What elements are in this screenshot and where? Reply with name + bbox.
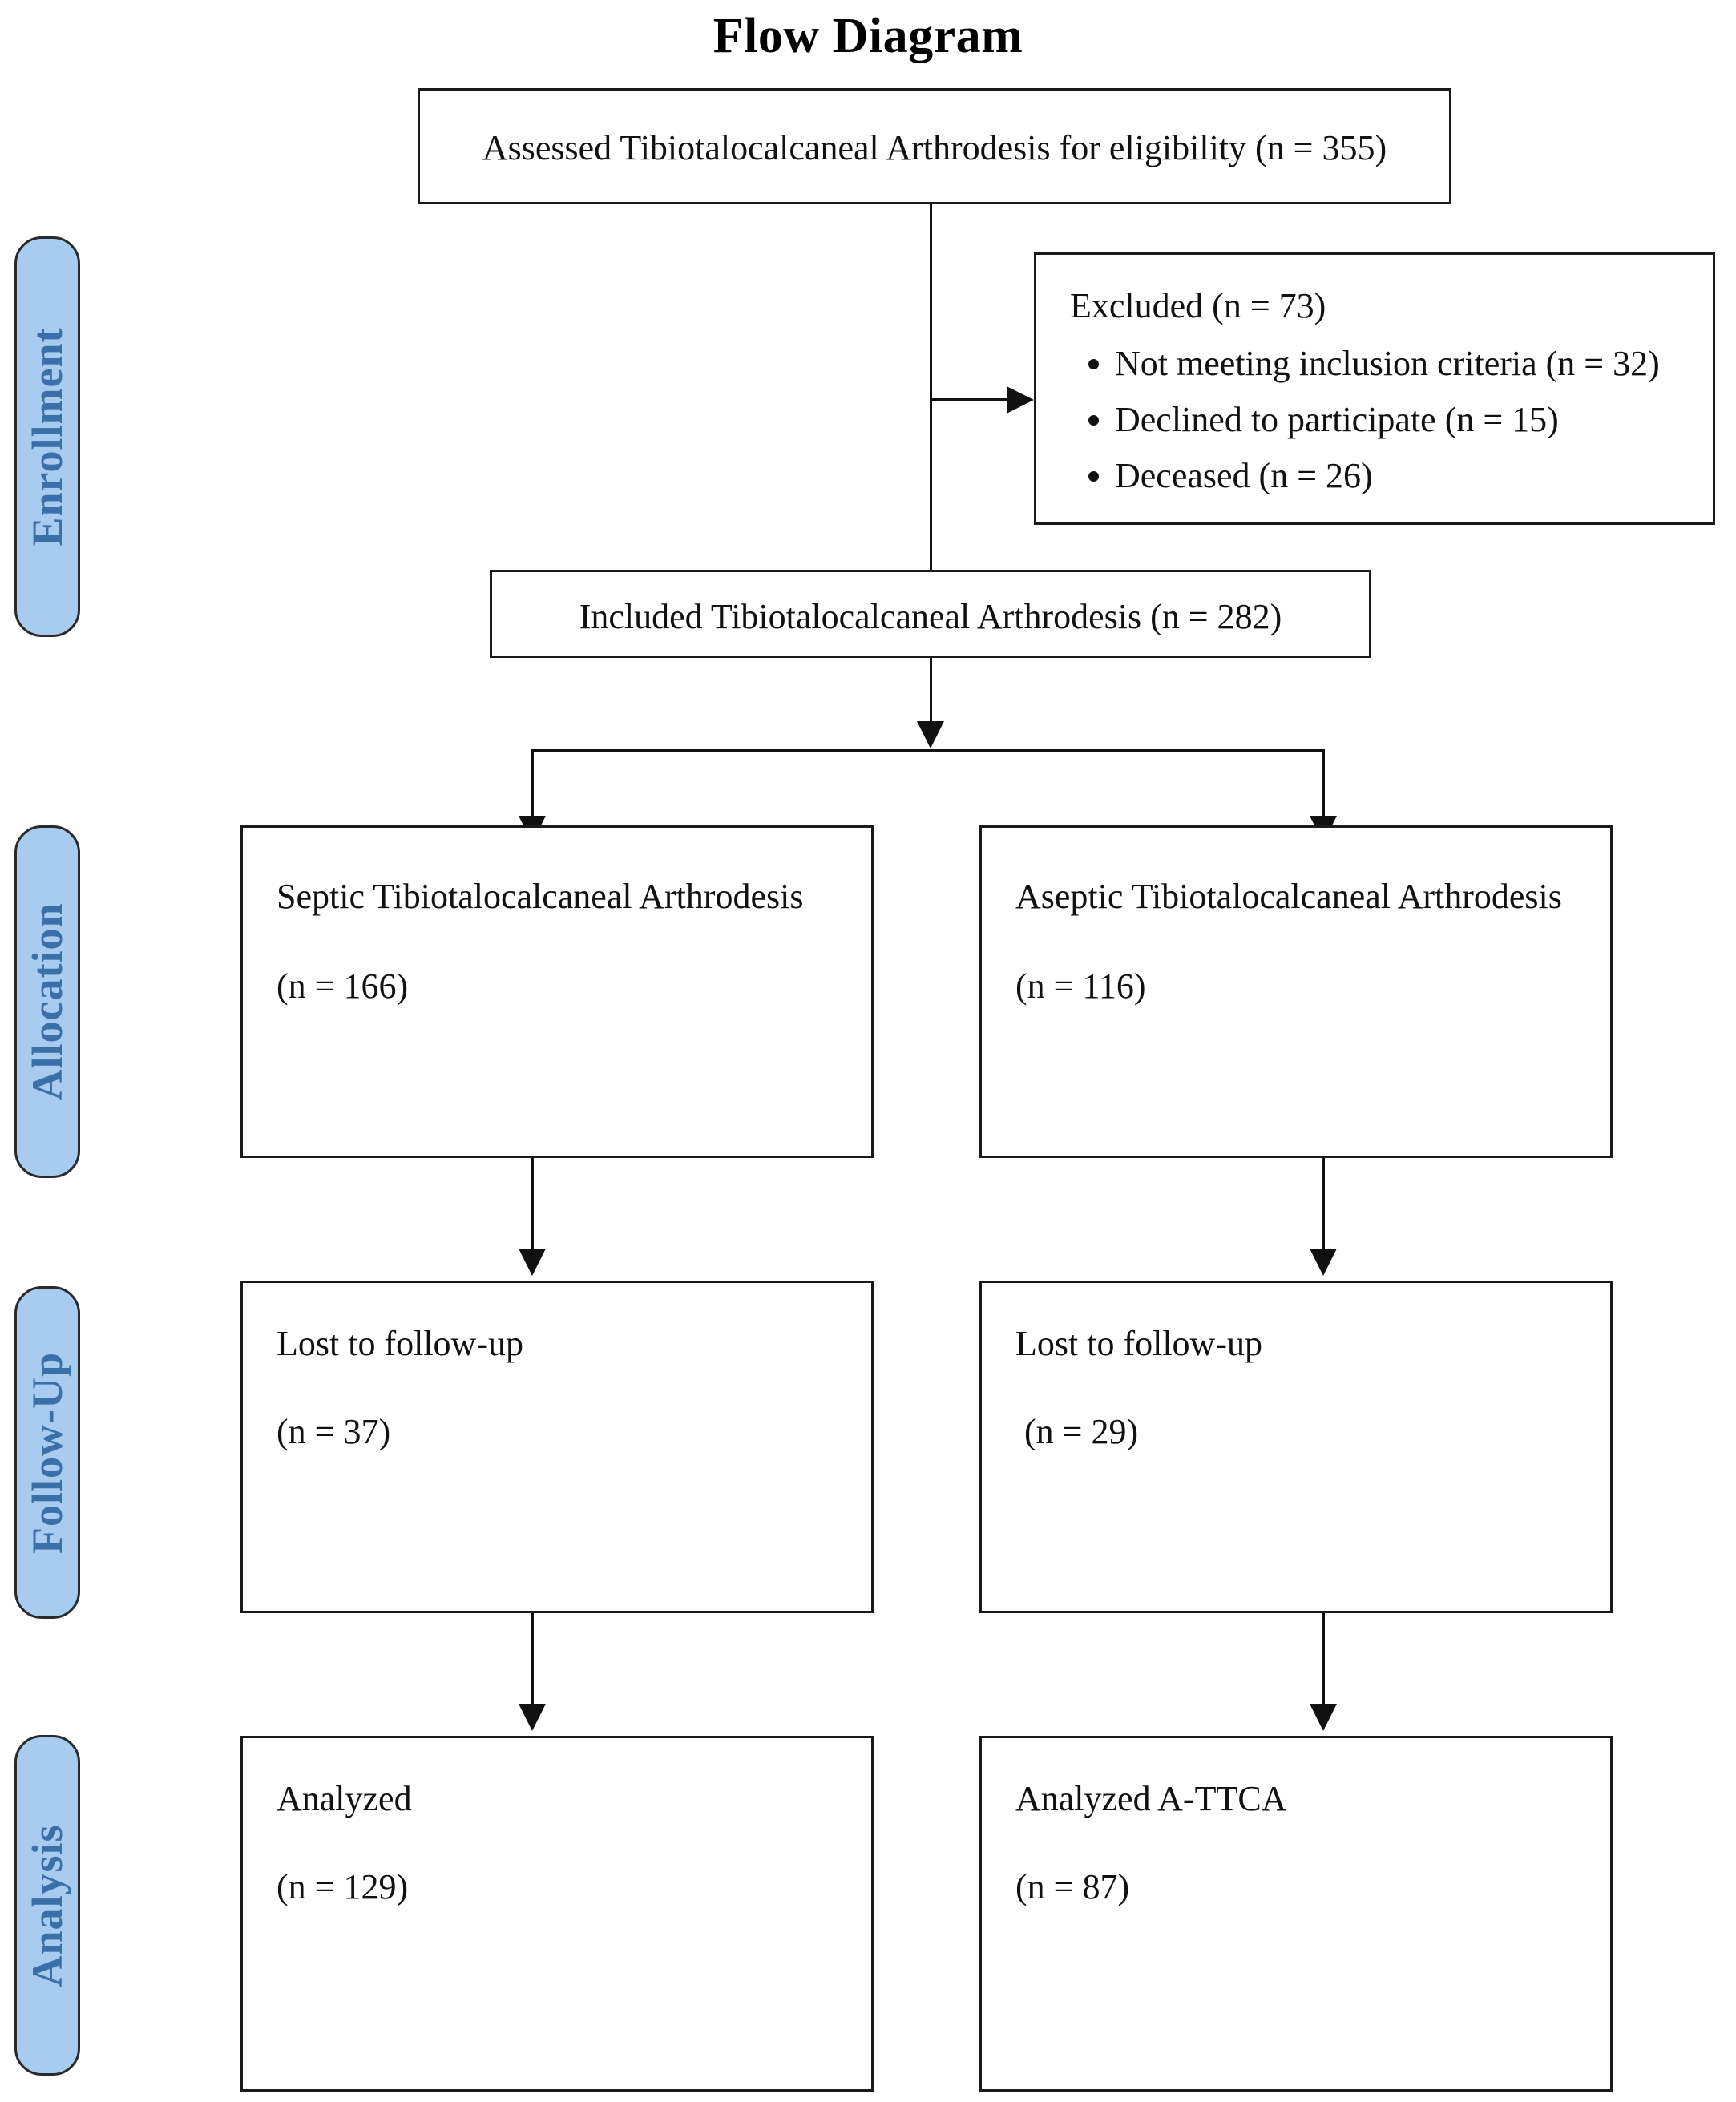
box-follow-up-left: Lost to follow-up (n = 37) xyxy=(240,1281,874,1613)
excluded-reason-list: Not meeting inclusion criteria (n = 32) … xyxy=(1070,343,1660,511)
arrowhead-to-excluded xyxy=(1007,386,1034,414)
stage-pill-enrollment: Enrollment xyxy=(14,236,80,637)
list-item: Not meeting inclusion criteria (n = 32) xyxy=(1115,343,1660,385)
follow-right-line2: (n = 29) xyxy=(1015,1412,1139,1451)
stage-label-analysis: Analysis xyxy=(23,1823,71,1987)
box-allocation-aseptic: Aseptic Tibiotalocalcaneal Arthrodesis (… xyxy=(979,825,1613,1158)
alloc-right-line2: (n = 116) xyxy=(1015,966,1146,1006)
follow-left-line1: Lost to follow-up xyxy=(277,1324,523,1363)
stage-label-follow-up: Follow-Up xyxy=(23,1351,71,1554)
excluded-heading: Excluded (n = 73) xyxy=(1070,286,1326,325)
connector-alloc-right-to-follow-right xyxy=(1322,1158,1325,1254)
analysis-left-line1: Analyzed xyxy=(277,1779,412,1818)
connector-split-left-drop xyxy=(531,749,534,821)
connector-alloc-left-to-follow-left xyxy=(531,1158,534,1254)
stage-label-allocation: Allocation xyxy=(23,902,71,1101)
stage-pill-follow-up: Follow-Up xyxy=(14,1286,80,1619)
assessed-text: Assessed Tibiotalocalcaneal Arthrodesis … xyxy=(482,128,1387,167)
list-item: Deceased (n = 26) xyxy=(1115,455,1660,497)
analysis-right-line2: (n = 87) xyxy=(1015,1867,1130,1906)
connector-follow-left-to-analysis-left xyxy=(531,1613,534,1709)
connector-split-right-drop xyxy=(1322,749,1325,821)
connector-included-down xyxy=(930,658,932,727)
box-excluded: Excluded (n = 73) Not meeting inclusion … xyxy=(1034,252,1715,525)
alloc-left-line1: Septic Tibiotalocalcaneal Arthrodesis xyxy=(277,877,804,916)
box-follow-up-right: Lost to follow-up (n = 29) xyxy=(979,1281,1613,1613)
alloc-right-line1: Aseptic Tibiotalocalcaneal Arthrodesis xyxy=(1015,877,1562,916)
stage-pill-allocation: Allocation xyxy=(14,825,80,1178)
page-title: Flow Diagram xyxy=(713,9,1023,63)
arrowhead-to-analysis-left xyxy=(519,1704,546,1731)
stage-label-enrollment: Enrollment xyxy=(23,327,71,547)
included-text: Included Tibiotalocalcaneal Arthrodesis … xyxy=(579,597,1282,636)
box-included: Included Tibiotalocalcaneal Arthrodesis … xyxy=(490,570,1371,658)
connector-assessed-to-included xyxy=(930,204,932,570)
arrowhead-included-split xyxy=(917,721,944,748)
connector-split-bar xyxy=(531,749,1325,752)
box-analysis-left: Analyzed (n = 129) xyxy=(240,1736,874,2092)
follow-left-line2: (n = 37) xyxy=(277,1412,391,1451)
analysis-right-line1: Analyzed A-TTCA xyxy=(1015,1779,1287,1818)
box-analysis-right: Analyzed A-TTCA (n = 87) xyxy=(979,1736,1613,2092)
connector-assessed-to-excluded xyxy=(930,398,1007,401)
arrowhead-to-follow-left xyxy=(519,1249,546,1276)
list-item: Declined to participate (n = 15) xyxy=(1115,399,1660,441)
box-allocation-septic: Septic Tibiotalocalcaneal Arthrodesis (n… xyxy=(240,825,874,1158)
arrowhead-to-analysis-right xyxy=(1310,1704,1337,1731)
connector-follow-right-to-analysis-right xyxy=(1322,1613,1325,1709)
alloc-left-line2: (n = 166) xyxy=(277,966,409,1006)
analysis-left-line2: (n = 129) xyxy=(277,1867,409,1906)
arrowhead-to-follow-right xyxy=(1310,1249,1337,1276)
follow-right-line1: Lost to follow-up xyxy=(1015,1324,1262,1363)
stage-pill-analysis: Analysis xyxy=(14,1735,80,2076)
box-assessed-for-eligibility: Assessed Tibiotalocalcaneal Arthrodesis … xyxy=(418,88,1451,204)
